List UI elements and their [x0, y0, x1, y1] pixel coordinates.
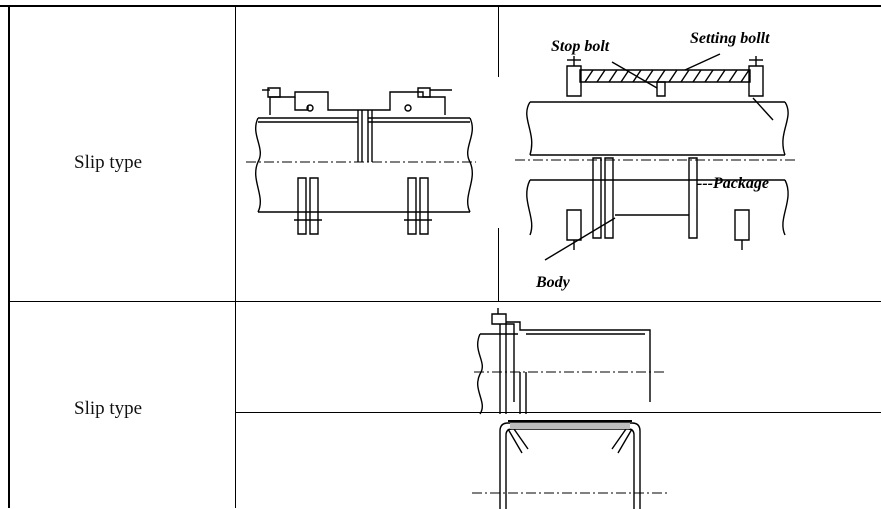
slip-joint-drawing: [240, 70, 480, 250]
slip-joint-detail-drawing: [505, 40, 805, 260]
column-divider-2-lower: [498, 228, 499, 301]
column-divider-2-upper: [498, 5, 499, 77]
table-top-border: [0, 5, 881, 7]
row-1-type-label: Slip type: [74, 152, 143, 173]
sleeve-section-drawing: [470, 413, 670, 509]
column-divider-1: [235, 5, 236, 508]
table-left-border: [8, 5, 10, 508]
callout-body: Body: [536, 274, 570, 291]
sub-row-divider: [235, 412, 881, 413]
slip-joint-drawing-row2: [470, 302, 670, 414]
callout-setting-bolt: Setting bollt: [690, 30, 770, 47]
callout-stop-bolt: Stop bolt: [551, 38, 610, 55]
row-divider: [8, 301, 881, 302]
callout-package: ---Package: [697, 175, 769, 192]
row-2-type-label: Slip type: [74, 398, 143, 419]
